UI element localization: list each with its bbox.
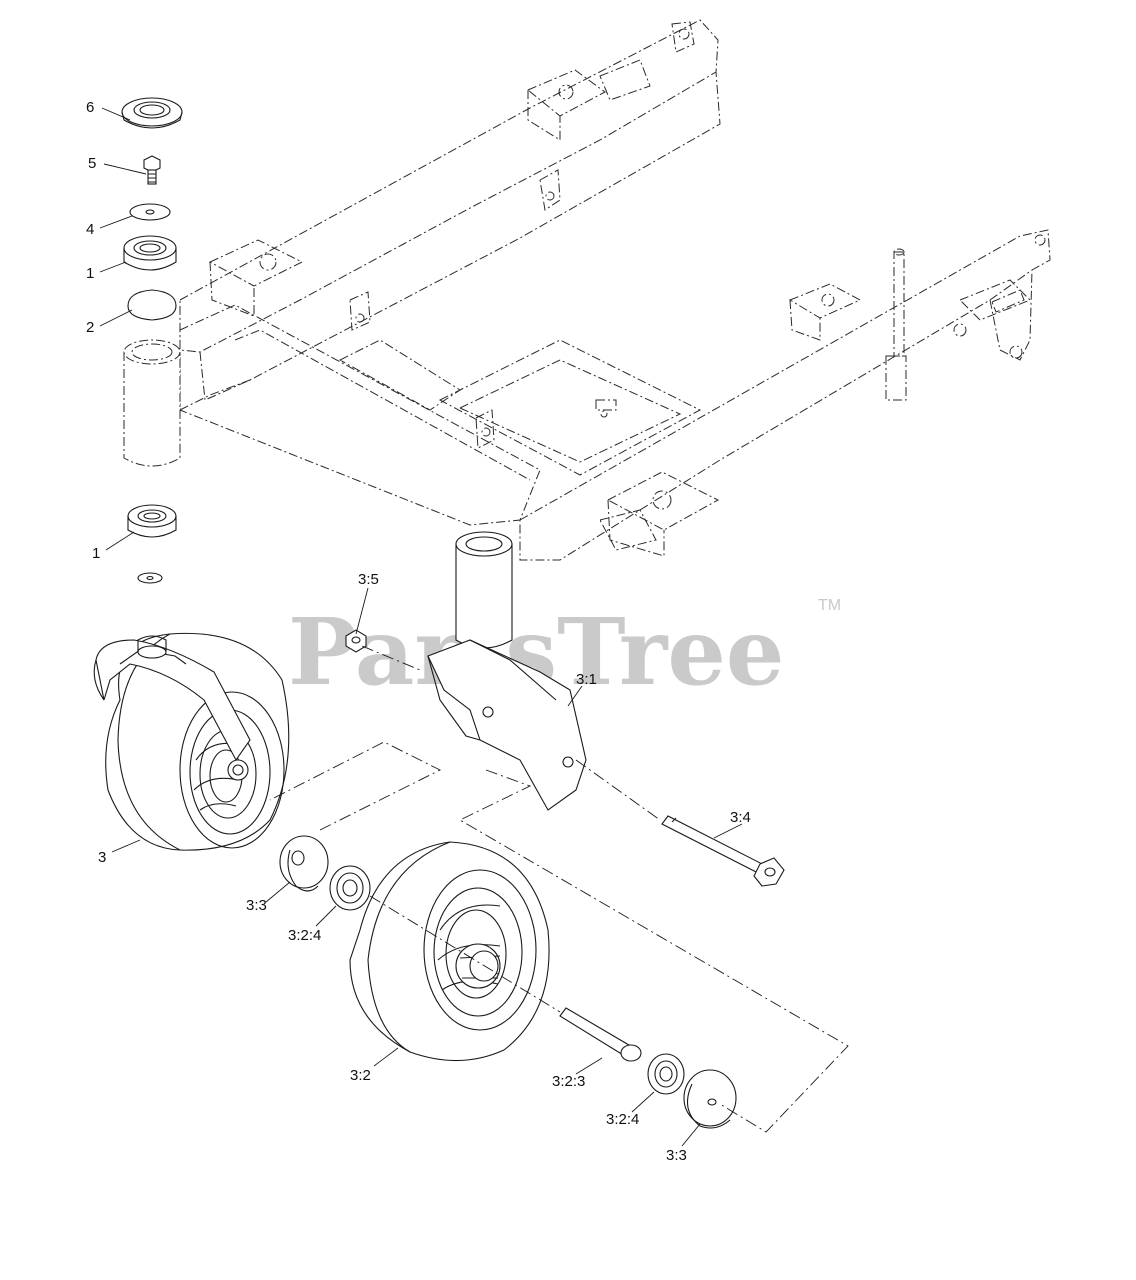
label-part-3-3-left: 3:3	[246, 897, 267, 914]
label-part-3-3-right: 3:3	[666, 1147, 687, 1164]
part-3-1-fork	[427, 639, 587, 811]
label-part-2: 2	[86, 319, 94, 336]
part-3-3-spacer-right	[683, 1069, 737, 1129]
part-3-5-nut	[345, 629, 367, 653]
label-part-1-upper: 1	[86, 265, 94, 282]
leader-lines	[99, 107, 743, 1147]
part-3-2-4-bearing-right	[647, 1053, 685, 1095]
part-2-snap-ring	[127, 289, 177, 321]
part-3-3-spacer-left	[279, 835, 329, 892]
label-part-3-5: 3:5	[358, 571, 379, 588]
label-part-3-2-4-left: 3:2:4	[288, 927, 321, 944]
small-washer	[137, 572, 163, 584]
label-part-3-4: 3:4	[730, 809, 751, 826]
label-part-3-1: 3:1	[576, 671, 597, 688]
label-part-5: 5	[88, 155, 96, 172]
part-4-washer	[129, 203, 171, 221]
part-6-seal	[121, 97, 183, 129]
part-1-bearing-upper	[123, 235, 177, 271]
label-part-3-2: 3:2	[350, 1067, 371, 1084]
label-part-6: 6	[86, 99, 94, 116]
part-labels: 6 5 4 1 2 1 3:5 3:1 3 3:4 3:3 3:2:4 3:2 …	[86, 99, 751, 1164]
label-part-3-2-4-right: 3:2:4	[606, 1111, 639, 1128]
label-part-4: 4	[86, 221, 94, 238]
part-3-2-4-bearing-left	[329, 865, 371, 911]
part-3-2-wheel	[349, 841, 550, 1062]
label-part-3-2-3: 3:2:3	[552, 1073, 585, 1090]
part-1-bearing-lower	[127, 504, 177, 538]
mower-frame	[123, 19, 1051, 649]
watermark-trademark: TM	[818, 597, 841, 614]
part-3-caster-assembly	[93, 632, 290, 851]
part-3-2-3-spacer-tube	[559, 1007, 642, 1062]
label-part-3: 3	[98, 849, 106, 866]
explode-centerlines	[269, 645, 849, 1133]
label-part-1-lower: 1	[92, 545, 100, 562]
part-5-bolt	[143, 155, 161, 185]
part-3-4-axle-bolt	[661, 815, 785, 887]
